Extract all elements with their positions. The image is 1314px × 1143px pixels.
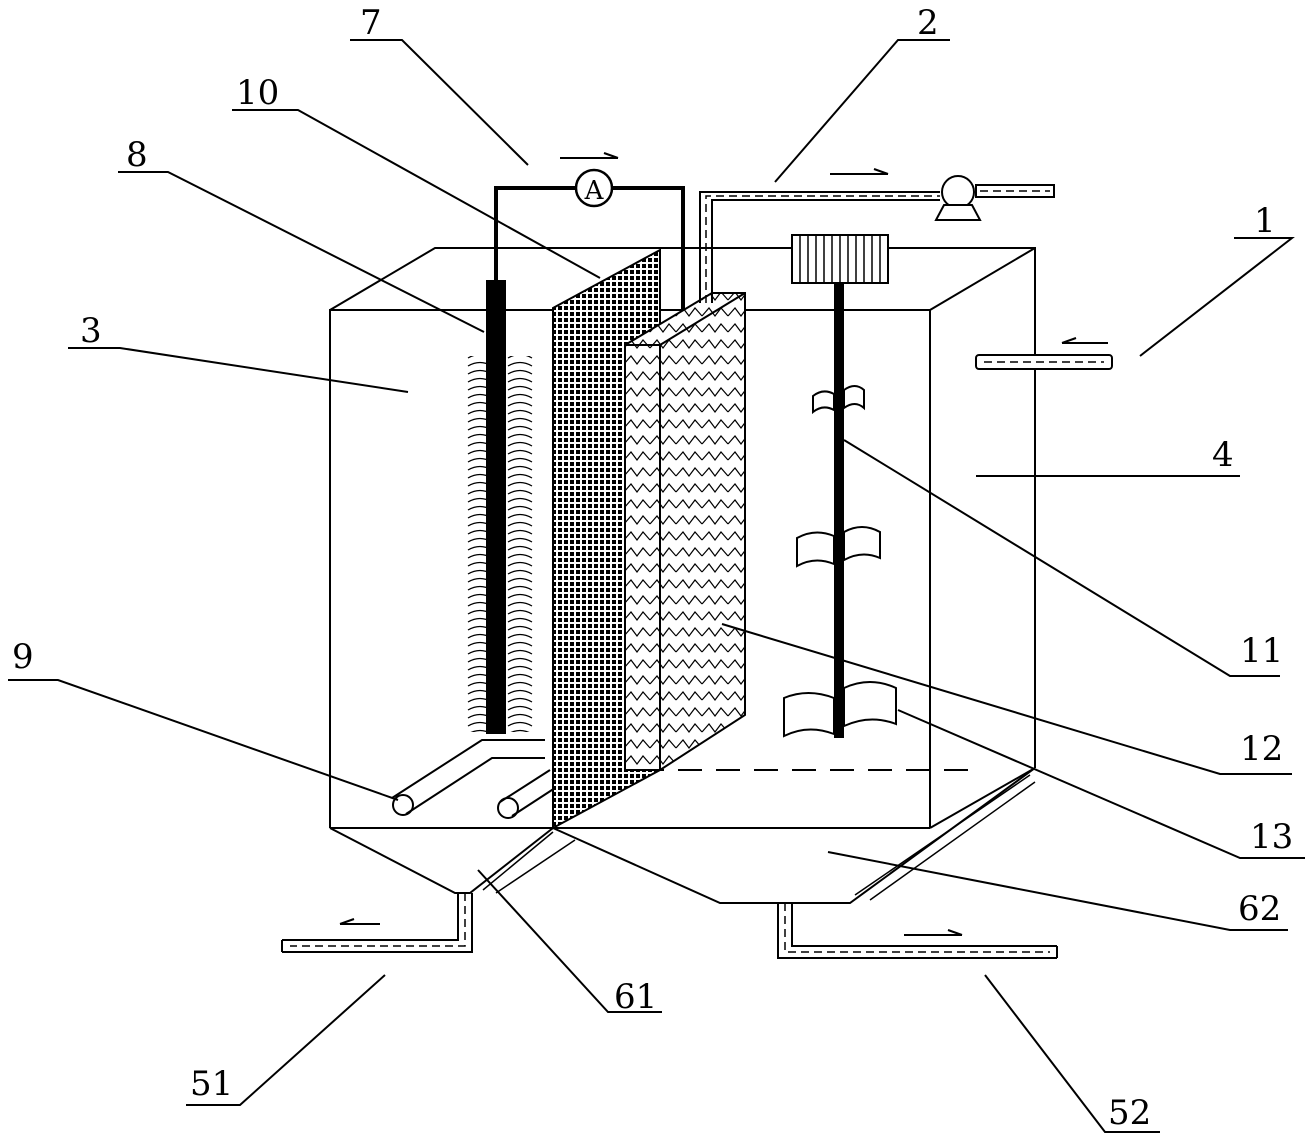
svg-text:13: 13: [1250, 817, 1293, 857]
label-2: 2: [774, 3, 950, 183]
svg-text:7: 7: [360, 3, 382, 43]
stirrer: [783, 234, 897, 738]
svg-text:8: 8: [126, 135, 148, 175]
svg-text:52: 52: [1108, 1093, 1151, 1133]
svg-text:51: 51: [190, 1064, 233, 1104]
label-13: 13: [897, 709, 1305, 859]
svg-text:4: 4: [1212, 435, 1234, 475]
brush-cathode: [452, 280, 552, 734]
svg-text:3: 3: [80, 311, 102, 351]
svg-text:1: 1: [1254, 201, 1276, 241]
packing-anode: [624, 292, 746, 771]
label-8: 8: [118, 135, 485, 333]
aeration-pipes: [391, 739, 556, 819]
label-12: 12: [721, 623, 1292, 775]
ammeter-symbol: A: [584, 176, 605, 206]
svg-text:62: 62: [1238, 889, 1281, 929]
svg-text:10: 10: [236, 73, 279, 113]
label-11: 11: [843, 439, 1283, 677]
svg-text:12: 12: [1240, 729, 1283, 769]
label-61: 61: [477, 869, 662, 1017]
label-1: 1: [1139, 201, 1295, 357]
left-hopper: [329, 827, 576, 894]
label-4: 4: [976, 435, 1240, 477]
outlet-pipe-right: [777, 903, 1058, 959]
label-7: 7: [350, 3, 529, 166]
label-10: 10: [232, 73, 601, 279]
label-3: 3: [68, 311, 409, 393]
label-9: 9: [8, 637, 399, 801]
inlet-pipe: [975, 337, 1113, 370]
svg-text:2: 2: [917, 3, 939, 43]
pump-icon: [941, 175, 975, 209]
external-circuit: A: [494, 152, 685, 310]
label-51: 51: [186, 974, 386, 1106]
svg-text:9: 9: [12, 637, 34, 677]
gas-outlet-pipe: [699, 168, 1055, 303]
svg-text:11: 11: [1240, 631, 1283, 671]
svg-text:61: 61: [614, 977, 657, 1017]
ammeter-icon: [574, 168, 614, 208]
label-62: 62: [827, 851, 1288, 931]
label-52: 52: [984, 974, 1160, 1133]
outlet-pipe-left: [281, 893, 473, 953]
